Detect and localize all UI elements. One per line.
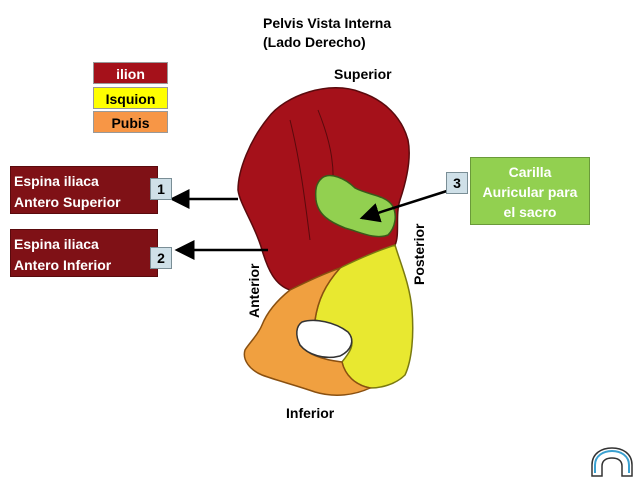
callout-1-number: 1 <box>150 178 172 200</box>
arch-return-icon[interactable] <box>590 447 634 477</box>
title-line-1: Pelvis Vista Interna <box>263 15 392 31</box>
callout-3-line-2: Auricular para <box>482 184 578 200</box>
arrow-3 <box>359 188 451 223</box>
callout-3-number: 3 <box>446 172 468 194</box>
callout-3-line-3: el sacro <box>503 204 557 220</box>
callout-1-line-2: Antero Superior <box>14 194 121 210</box>
legend-ilion: ilion <box>93 62 168 84</box>
callout-2-label: Espina iliaca Antero Inferior <box>10 229 158 277</box>
diagram-title: Pelvis Vista Interna (Lado Derecho) <box>263 14 391 52</box>
callout-2-line-2: Antero Inferior <box>14 257 112 273</box>
legend-isquion: Isquion <box>93 87 168 109</box>
callout-3-label: Carilla Auricular para el sacro <box>470 157 590 225</box>
callout-1-line-1: Espina iliaca <box>14 173 99 189</box>
label-inferior: Inferior <box>286 405 335 421</box>
label-superior: Superior <box>334 66 392 82</box>
callout-2-number: 2 <box>150 247 172 269</box>
callout-2-line-1: Espina iliaca <box>14 236 99 252</box>
obturator-foramen <box>296 319 353 359</box>
callout-1-label: Espina iliaca Antero Superior <box>10 166 158 214</box>
title-line-2: (Lado Derecho) <box>263 34 366 50</box>
callout-3-line-1: Carilla <box>508 164 552 180</box>
legend-pubis: Pubis <box>93 111 168 133</box>
pubis-region <box>243 266 373 396</box>
